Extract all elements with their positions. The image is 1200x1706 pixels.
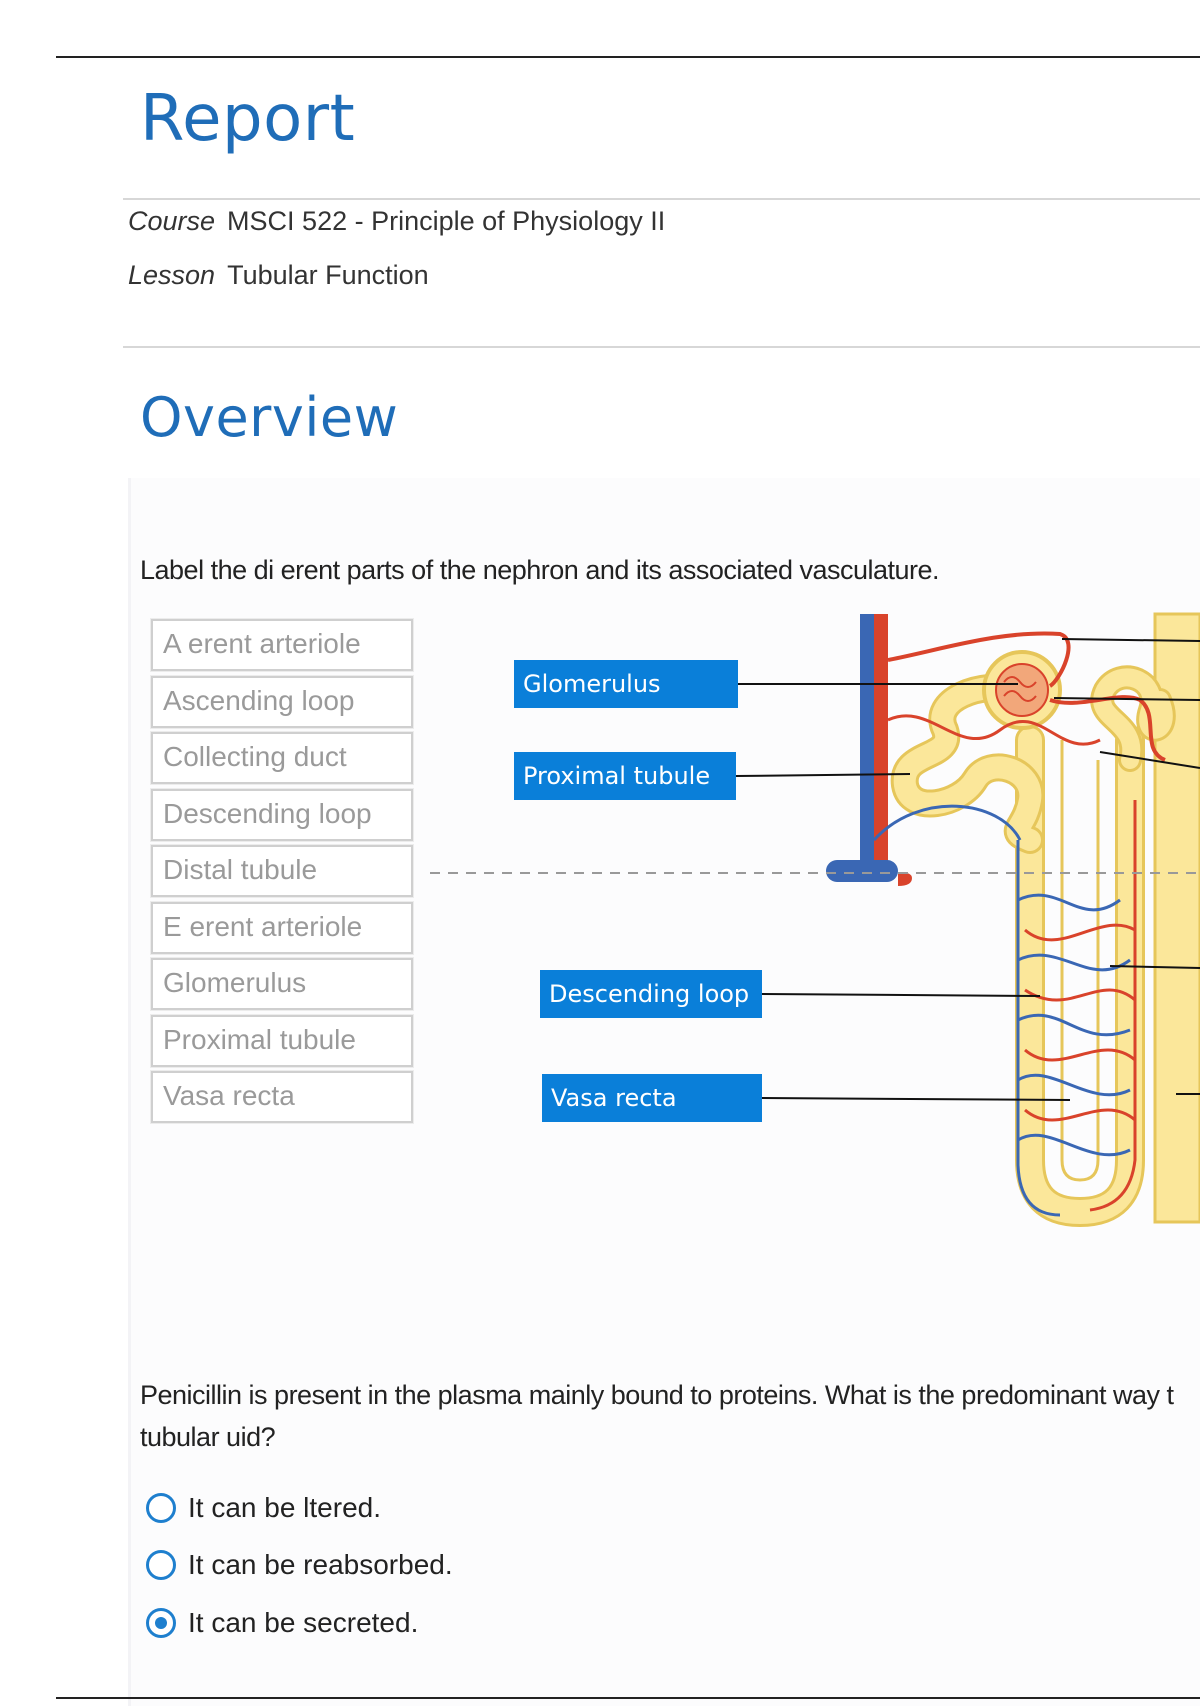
vasa-recta-mesh-red <box>1024 923 1136 1122</box>
answer-option-filtered[interactable]: It can be ltered. <box>146 1492 381 1524</box>
header-divider <box>123 198 1200 200</box>
word-bank-item-vasa-recta[interactable]: Vasa recta <box>151 1071 413 1123</box>
vasa-recta-ascending <box>1089 800 1137 1212</box>
word-bank-item-glomerulus[interactable]: Glomerulus <box>151 958 413 1010</box>
report-title: Report <box>140 82 356 156</box>
radio-checked-icon[interactable] <box>146 1608 176 1638</box>
nephron-diagram <box>430 612 1200 1228</box>
afferent-arteriole-leader-line <box>1061 638 1200 642</box>
lesson-label: Lesson <box>128 260 216 290</box>
loop-inner-line <box>1060 740 1100 1182</box>
proximal-tubule-shape <box>893 676 1042 851</box>
proximal-tubule-leader-line <box>735 773 911 777</box>
word-bank-item-ascending-loop[interactable]: Ascending loop <box>151 675 413 728</box>
placed-label-descending-loop[interactable]: Descending loop <box>540 970 762 1018</box>
distal-tubule-leader-line <box>1099 751 1200 769</box>
arcuate-artery-cap <box>898 872 912 886</box>
section-divider <box>123 346 1200 348</box>
distal-tubule-shape <box>1093 668 1173 769</box>
vein-vessel <box>860 614 874 874</box>
placed-label-glomerulus[interactable]: Glomerulus <box>514 660 738 708</box>
word-bank: A erent arteriole Ascending loop Collect… <box>151 619 413 1128</box>
afferent-arteriole-shape <box>887 631 1071 688</box>
question2-prompt-line1: Penicillin is present in the plasma main… <box>140 1380 1174 1410</box>
word-bank-item-efferent-arteriole[interactable]: E erent arteriole <box>151 901 413 954</box>
course-label: Course <box>128 206 216 236</box>
placed-label-proximal-tubule[interactable]: Proximal tubule <box>514 752 736 800</box>
course-value: MSCI 522 - Principle of Physiology II <box>227 206 666 236</box>
peritubular-capillary <box>887 714 1101 746</box>
efferent-arteriole-leader-line <box>1053 697 1200 701</box>
option-label: It can be ltered. <box>188 1492 382 1523</box>
arcuate-vein-cap <box>826 860 898 882</box>
word-bank-item-afferent-arteriole[interactable]: A erent arteriole <box>151 619 413 671</box>
vasa-recta-leader-line <box>761 1097 1071 1101</box>
bottom-rule <box>56 1697 1200 1699</box>
vasa-recta-descending <box>1016 840 1061 1217</box>
answer-option-secreted[interactable]: It can be secreted. <box>146 1607 418 1639</box>
descending-loop-leader-line <box>761 993 1041 997</box>
artery-vessel <box>874 614 888 874</box>
option-label: It can be secreted. <box>188 1607 419 1638</box>
lesson-value: Tubular Function <box>227 260 429 290</box>
ascending-loop-leader-line <box>1109 965 1200 969</box>
lesson-row: Lesson Tubular Function <box>128 260 429 291</box>
radio-unchecked-icon[interactable] <box>146 1493 176 1523</box>
question1-prompt: Label the di erent parts of the nephron … <box>140 555 940 585</box>
word-bank-item-proximal-tubule[interactable]: Proximal tubule <box>151 1014 413 1067</box>
loop-of-henle-shape <box>1018 728 1142 1225</box>
nephron-illustration <box>826 612 1200 1228</box>
question2-prompt-line2: tubular uid? <box>140 1422 276 1452</box>
option-label: It can be reabsorbed. <box>188 1549 453 1580</box>
loop-of-henle-outline <box>1015 725 1145 1228</box>
word-bank-item-descending-loop[interactable]: Descending loop <box>151 788 413 841</box>
placed-label-vasa-recta[interactable]: Vasa recta <box>542 1074 762 1122</box>
word-bank-item-distal-tubule[interactable]: Distal tubule <box>151 845 413 897</box>
glomerulus-shape <box>995 663 1049 717</box>
glomerulus-capillaries <box>1003 676 1037 702</box>
vasa-recta-mesh-blue <box>1017 893 1131 1157</box>
word-bank-item-collecting-duct[interactable]: Collecting duct <box>151 732 413 784</box>
answer-option-reabsorbed[interactable]: It can be reabsorbed. <box>146 1549 453 1581</box>
venule-shape <box>872 804 1022 842</box>
overview-title: Overview <box>140 386 399 449</box>
radio-unchecked-icon[interactable] <box>146 1550 176 1580</box>
course-row: Course MSCI 522 - Principle of Physiology… <box>128 206 665 237</box>
top-rule <box>56 56 1200 58</box>
